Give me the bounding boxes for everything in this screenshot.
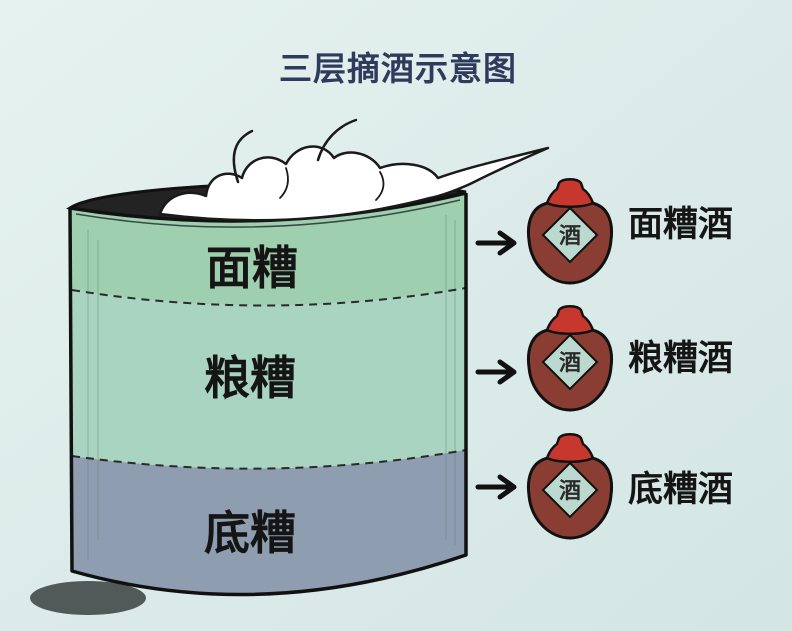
layer-band-bottom [72,450,466,595]
wine-jar-icon: 酒 [527,433,613,540]
steam-cloud-icon [158,118,550,222]
output-label-bottom: 底糟酒 [628,470,733,510]
jar-label: 酒 [559,223,581,249]
diagram-title: 三层摘酒示意图 [279,49,517,88]
layer-label-bottom: 底糟 [204,506,296,560]
arrow-right-icon [475,359,517,385]
barrel-shadow [30,581,146,615]
output-label-top: 面糟酒 [628,205,733,245]
barrel-outline [68,193,468,597]
jar-label: 酒 [559,350,581,376]
wine-jar-icon: 酒 [527,305,613,412]
separator-top [71,287,467,307]
barrel [65,181,468,597]
layer-label-top: 面糟 [206,241,298,295]
layer-band-top [70,193,466,306]
layer-band-middle [72,288,466,469]
wine-jar-icon: 酒 [527,178,613,285]
output-label-middle: 粮糟酒 [628,339,733,379]
jar-label: 酒 [559,478,581,504]
separator-bottom [71,449,467,470]
barrel-sketch-lines [87,215,456,560]
arrow-right-icon [475,230,517,256]
layer-label-middle: 粮糟 [204,351,296,405]
barrel-inner-rim [75,199,461,228]
arrow-right-icon [475,474,517,500]
